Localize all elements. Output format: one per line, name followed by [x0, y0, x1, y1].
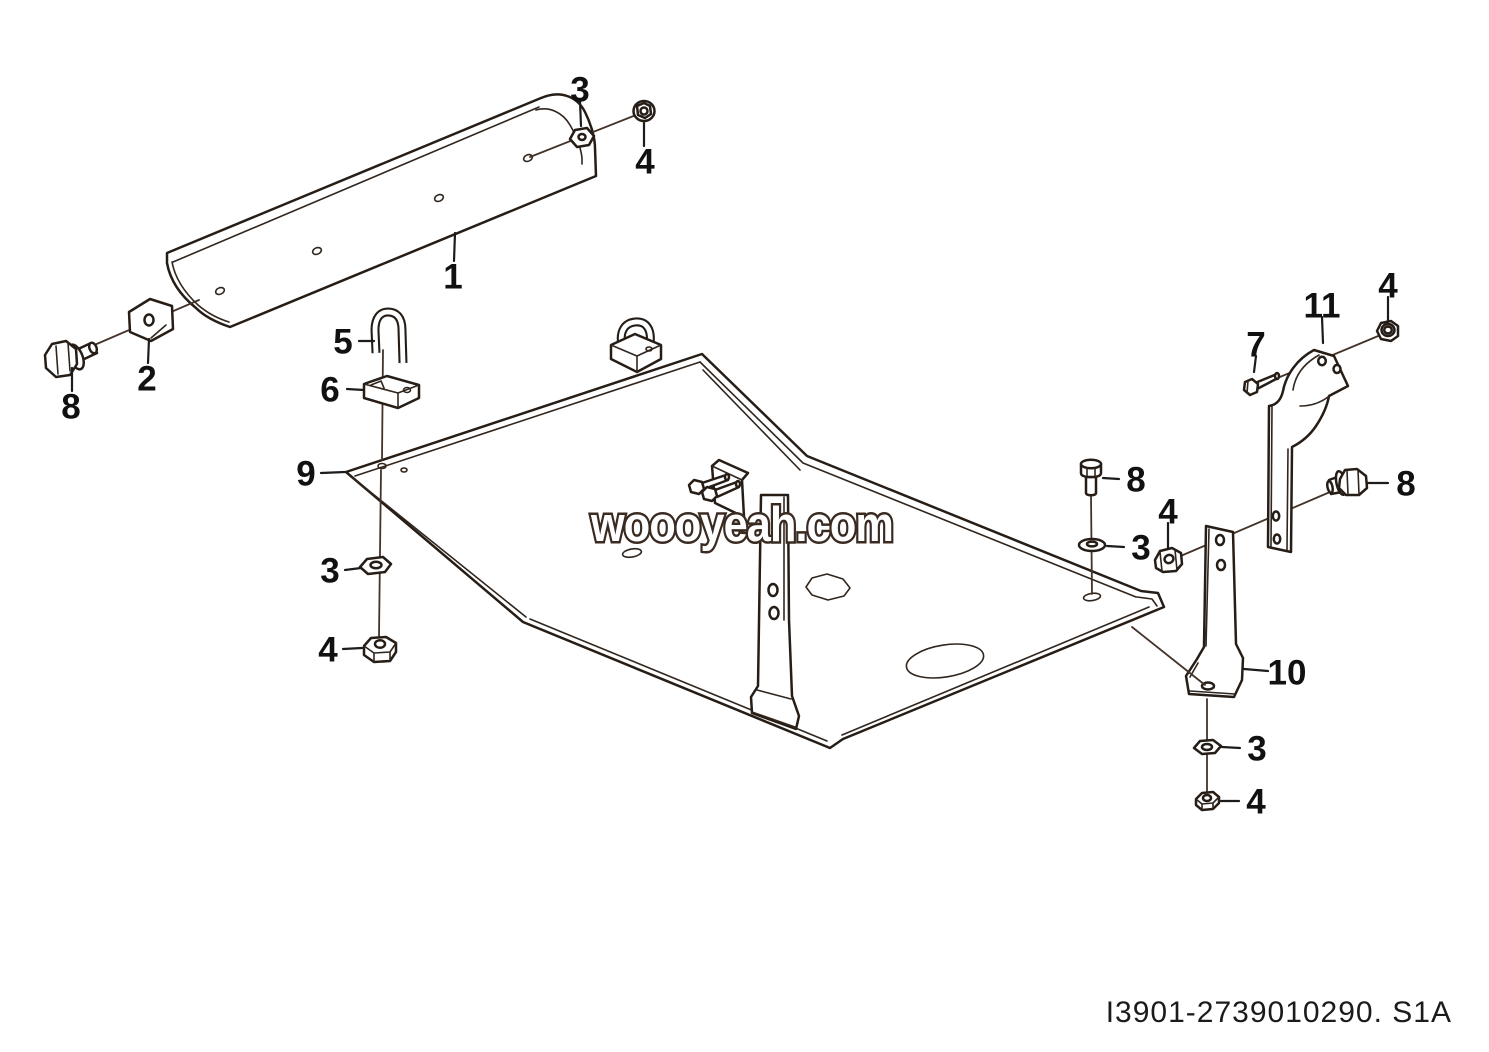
nut-4-top [632, 99, 656, 123]
callout-6: 6 [320, 371, 339, 410]
clamp-block-6 [362, 374, 421, 410]
part-1-strip-plate [165, 93, 598, 329]
callout-2: 2 [137, 360, 156, 399]
callout-leader-lines [70, 99, 1390, 803]
callout-5: 5 [333, 323, 352, 362]
plate-slot-hole [621, 547, 643, 559]
callout-4-bottom-right: 4 [1246, 783, 1266, 822]
washer-3-top [568, 126, 596, 149]
washer-3-bottom-right [1192, 738, 1223, 756]
u-bolt-5 [370, 307, 408, 364]
bolt-8-upper-right [1079, 458, 1103, 497]
callout-3-bottom-right: 3 [1247, 730, 1266, 769]
bolt-8-far-right [1326, 467, 1369, 497]
callout-3-top: 3 [570, 71, 589, 110]
clamp-bolt-lower [700, 479, 742, 503]
callout-9: 9 [296, 455, 315, 494]
nut-4-bottom-right [1194, 790, 1221, 812]
lifting-eye-bracket [609, 317, 663, 374]
nut-4-top-right [1375, 319, 1400, 343]
center-clamp-bracket [687, 458, 750, 519]
callout-7: 7 [1246, 326, 1265, 365]
callout-4-top: 4 [635, 143, 655, 182]
watermark-text: woooyeah.com [590, 498, 893, 552]
washer-3-mid-left [358, 555, 393, 576]
washer-3-upper-right [1077, 537, 1107, 553]
callout-11: 11 [1304, 287, 1341, 326]
callout-4-top-right: 4 [1378, 267, 1398, 306]
part-9-skid-plate [344, 352, 1166, 750]
callout-8-left: 8 [61, 388, 80, 427]
plate-oval-hole [905, 643, 985, 679]
callout-4-right: 4 [1158, 493, 1178, 532]
part-10-support-bracket [1184, 524, 1245, 699]
callout-10: 10 [1268, 654, 1307, 693]
part-11-z-bracket [1266, 348, 1350, 554]
plate-support-leg [749, 493, 801, 731]
callout-8-far-right: 8 [1396, 465, 1415, 504]
callout-1: 1 [443, 258, 462, 297]
callout-4-mid-left: 4 [318, 631, 338, 670]
clip-nut-2 [127, 297, 175, 343]
drawing-number: I3901-2739010290. S1A [1106, 996, 1452, 1029]
callout-8-upper-right: 8 [1126, 461, 1145, 500]
nut-4-mid-left [362, 635, 398, 664]
callout-3-mid-left: 3 [320, 552, 339, 591]
bolt-7 [1242, 371, 1281, 397]
callout-3-right: 3 [1131, 529, 1150, 568]
bolt-8-left [43, 339, 99, 379]
plate-octagon-hole [805, 573, 851, 601]
nut-4-right [1153, 546, 1184, 574]
